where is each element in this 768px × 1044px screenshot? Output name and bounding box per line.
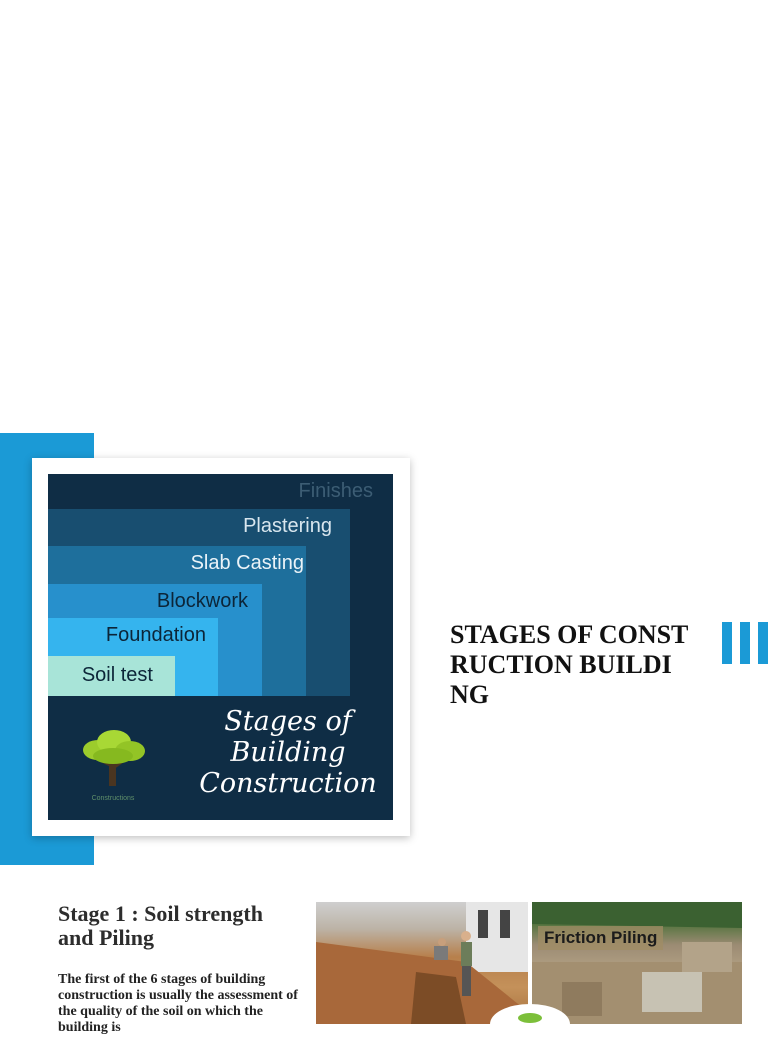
excavation-illustration bbox=[316, 902, 528, 1024]
bar bbox=[740, 622, 750, 664]
poster-title-line: Building bbox=[230, 737, 346, 768]
leaf-shape bbox=[518, 1013, 542, 1023]
document-title: STAGES OF CONSTRUCTION BUILDING bbox=[450, 620, 689, 709]
friction-piling-photo: Friction Piling bbox=[532, 902, 742, 1024]
poster-title-line: Construction bbox=[199, 768, 377, 799]
stages-poster: Finishes Plastering Slab Casting Blockwo… bbox=[48, 474, 393, 820]
stage-label: Plastering bbox=[243, 515, 332, 537]
stage-label: Finishes bbox=[298, 480, 373, 502]
stage-label: Slab Casting bbox=[190, 552, 304, 574]
stage-label: Blockwork bbox=[156, 590, 248, 612]
poster-title: Stages of Building Construction bbox=[188, 706, 388, 799]
stage-soil-test: Soil test bbox=[48, 656, 175, 696]
section-body: The first of the 6 stages of building co… bbox=[58, 972, 298, 1035]
section-heading: Stage 1 : Soil strength and Piling bbox=[58, 901, 263, 950]
bar bbox=[722, 622, 732, 664]
bar bbox=[758, 622, 768, 664]
leaf-logo-icon bbox=[490, 1004, 570, 1044]
stage-label: Foundation bbox=[105, 624, 206, 646]
soil-excavation-photo bbox=[316, 902, 528, 1024]
piling-illustration bbox=[532, 902, 742, 1024]
tree-logo-icon: Constructions bbox=[83, 730, 145, 802]
poster-title-line: Stages of bbox=[224, 706, 352, 737]
poster-card: Finishes Plastering Slab Casting Blockwo… bbox=[32, 458, 410, 836]
logo-caption: Constructions bbox=[92, 795, 135, 802]
stage-label: Soil test bbox=[81, 664, 153, 686]
photo-label: Friction Piling bbox=[538, 926, 664, 950]
decorative-bars bbox=[722, 622, 768, 664]
